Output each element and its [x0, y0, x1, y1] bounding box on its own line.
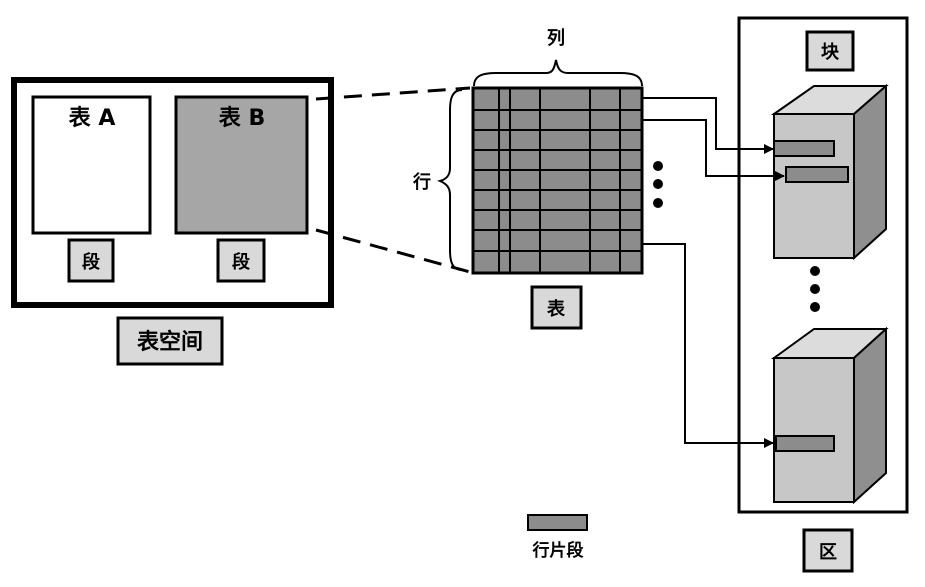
tablespace-tag: 表空间 [116, 316, 224, 366]
column-label: 列 [547, 28, 565, 49]
segment-a-tag: 段 [67, 238, 115, 283]
table-tag: 表 [530, 285, 583, 330]
block-tag: 块 [805, 30, 855, 72]
table-ellipsis [653, 161, 663, 208]
extent-label: 区 [819, 542, 837, 563]
table-label: 表 [547, 298, 566, 320]
table-grid [471, 86, 644, 275]
segment-a-label: 段 [82, 251, 101, 273]
column-brace [473, 59, 643, 87]
row-piece-arrows [642, 97, 785, 448]
extent-tag: 区 [802, 528, 854, 573]
table-a: 表 A [31, 95, 152, 235]
legend: 行片段 [527, 514, 588, 561]
row-label: 行 [412, 171, 431, 193]
zoom-connectors [315, 86, 471, 274]
segment-b-label: 段 [232, 251, 251, 273]
block-label: 块 [821, 42, 840, 63]
tablespace-label: 表空间 [137, 329, 203, 355]
lower-block [770, 326, 889, 505]
row-piece-legend-swatch [527, 514, 588, 531]
row-piece-legend-label: 行片段 [532, 540, 584, 561]
row-brace [437, 89, 463, 271]
segment-b-tag: 段 [216, 238, 266, 283]
table-b: 表 B [174, 95, 309, 235]
table-b-label: 表 B [219, 106, 265, 131]
table-a-label: 表 A [69, 106, 116, 131]
block-ellipsis [810, 266, 820, 312]
upper-block [770, 83, 889, 261]
